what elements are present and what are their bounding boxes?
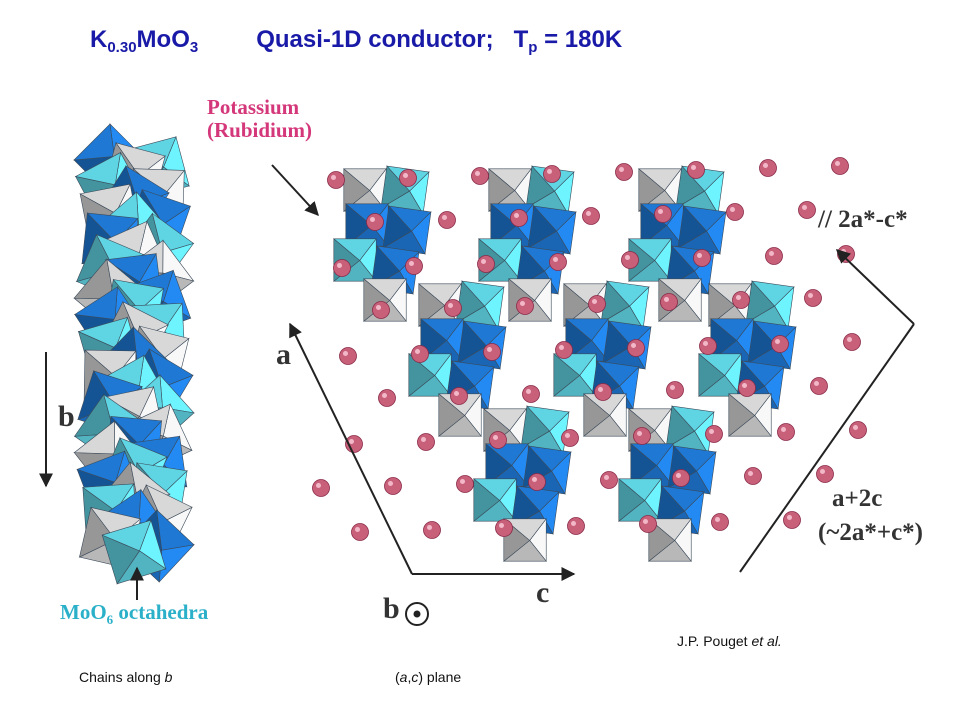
potassium-atom <box>798 201 816 219</box>
potassium-atom <box>312 479 330 497</box>
potassium-atom <box>528 473 546 491</box>
octahedron <box>552 352 597 398</box>
potassium-atom <box>411 345 429 363</box>
a-axis-arrow <box>289 322 413 575</box>
b-out-of-plane-icon <box>405 602 429 626</box>
potassium-atom <box>693 249 711 267</box>
potassium-atom <box>732 291 750 309</box>
potassium-atom <box>489 431 507 449</box>
potassium-atom <box>450 387 468 405</box>
potassium-atom <box>831 157 849 175</box>
potassium-atom <box>816 465 834 483</box>
octahedron <box>665 405 715 455</box>
potassium-atom <box>771 335 789 353</box>
potassium-atom <box>687 161 705 179</box>
octahedron <box>600 280 650 330</box>
potassium-atom <box>744 467 762 485</box>
potassium-atom <box>495 519 513 537</box>
potassium-atom <box>543 165 561 183</box>
potassium-atom <box>351 523 369 541</box>
potassium-atom <box>438 211 456 229</box>
potassium-atom <box>567 517 585 535</box>
potassium-atom <box>471 167 489 185</box>
potassium-atom <box>633 427 651 445</box>
potassium-atom <box>666 381 684 399</box>
octahedron <box>472 477 517 523</box>
potassium-atom <box>477 255 495 273</box>
2astar-arrow <box>835 249 915 325</box>
potassium-atom <box>654 205 672 223</box>
potassium-atom <box>627 339 645 357</box>
potassium-atom <box>555 341 573 359</box>
potassium-atom <box>777 423 795 441</box>
potassium-atom <box>711 513 729 531</box>
potassium-atom <box>759 159 777 177</box>
credit-text: J.P. Pouget et al. <box>677 633 782 649</box>
axis-label-c: c <box>536 576 550 609</box>
potassium-atom <box>705 425 723 443</box>
potassium-atom <box>444 299 462 317</box>
potassium-atom <box>399 169 417 187</box>
potassium-atom <box>405 257 423 275</box>
moo6-octahedra-label: MoO6 octahedra <box>60 600 209 628</box>
potassium-atom <box>483 343 501 361</box>
potassium-atom <box>372 301 390 319</box>
potassium-pointer-arrow <box>271 164 319 217</box>
caption-chains: Chains along b <box>79 669 173 685</box>
potassium-atom <box>366 213 384 231</box>
octahedron <box>697 352 742 398</box>
potassium-atom <box>594 383 612 401</box>
moo6-chain-left <box>73 123 195 585</box>
potassium-atom <box>600 471 618 489</box>
potassium-atom <box>588 295 606 313</box>
potassium-atom <box>456 475 474 493</box>
octahedron <box>727 392 772 438</box>
potassium-atom <box>582 207 600 225</box>
potassium-atom <box>810 377 828 395</box>
potassium-atom <box>615 163 633 181</box>
octahedron <box>582 392 627 438</box>
potassium-atom <box>522 385 540 403</box>
potassium-atom <box>726 203 744 221</box>
potassium-atom <box>339 347 357 365</box>
potassium-atom <box>417 433 435 451</box>
octahedron <box>362 277 407 323</box>
potassium-atom <box>333 259 351 277</box>
axis-label-b-bottom: b <box>383 592 400 625</box>
potassium-atom <box>699 337 717 355</box>
potassium-label: Potassium (Rubidium) <box>207 95 313 142</box>
potassium-atom <box>378 389 396 407</box>
direction-label-a2c: a+2c (~2a*+c*) <box>818 485 923 546</box>
a2c-arrow <box>739 323 915 573</box>
axis-label-b-left: b <box>58 400 75 433</box>
direction-label-2astar: // 2a*-c* <box>818 206 908 233</box>
octahedron <box>627 237 672 283</box>
potassium-atom <box>849 421 867 439</box>
potassium-atom <box>516 297 534 315</box>
potassium-atom <box>639 515 657 533</box>
potassium-atom <box>672 469 690 487</box>
caption-ac-plane: (a,c) plane <box>395 669 462 685</box>
potassium-atom <box>561 429 579 447</box>
potassium-atom <box>423 521 441 539</box>
octahedron <box>489 202 534 248</box>
octahedron <box>647 517 692 563</box>
potassium-atom <box>510 209 528 227</box>
potassium-atom <box>660 293 678 311</box>
potassium-atom <box>621 251 639 269</box>
potassium-atom <box>765 247 783 265</box>
potassium-atom <box>327 171 345 189</box>
potassium-atom <box>549 253 567 271</box>
potassium-atom <box>843 333 861 351</box>
potassium-atom <box>384 477 402 495</box>
axis-label-a: a <box>276 338 291 371</box>
potassium-atom <box>804 289 822 307</box>
ac-plane-lattice <box>332 165 797 563</box>
potassium-atom <box>738 379 756 397</box>
potassium-atom <box>783 511 801 529</box>
octahedron <box>617 477 662 523</box>
